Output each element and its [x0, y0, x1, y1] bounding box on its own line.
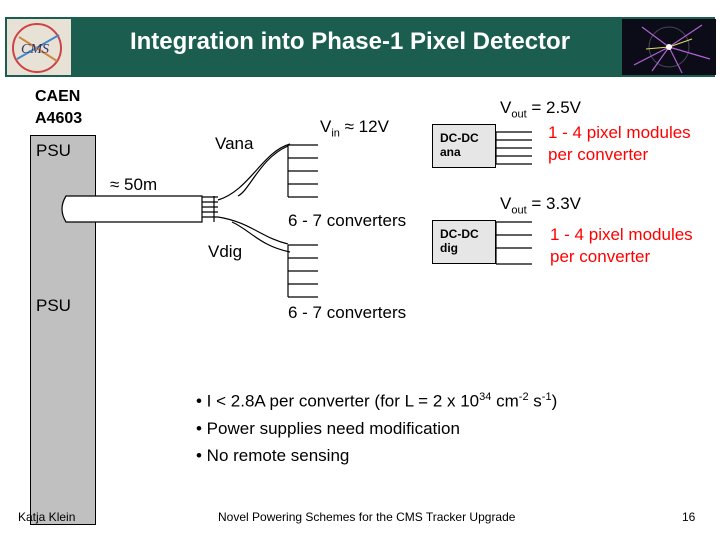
bullet-remote-sensing: • No remote sensing — [196, 445, 350, 465]
modules-dig-note-2: per converter — [550, 247, 651, 266]
dcdc-ana-box: DC-DC ana — [432, 124, 496, 168]
page-title: Integration into Phase-1 Pixel Detector — [129, 28, 571, 55]
distance-label: ≈ 50m — [110, 175, 158, 194]
vana-label: Vana — [215, 134, 254, 153]
vdig-label: Vdig — [208, 242, 243, 261]
dcdc-ana-sublabel: ana — [440, 145, 461, 159]
dcdc-dig-label: DC-DC — [440, 227, 479, 241]
bullet-current-limit: • I < 2.8A per converter (for L = 2 x 10… — [196, 391, 558, 411]
caen-label: CAEN — [35, 88, 81, 105]
vin-label: Vin ≈ 12V — [320, 117, 389, 140]
modules-dig-note: 1 - 4 pixel modules — [550, 225, 693, 244]
cms-logo: CMS — [7, 19, 71, 75]
psu-label-top: PSU — [36, 141, 71, 160]
event-display-image — [622, 19, 716, 75]
caen-model-label: A4603 — [35, 110, 83, 127]
title-bar — [5, 17, 715, 77]
psu-label-bottom: PSU — [36, 296, 71, 315]
cable-bundle — [61, 195, 203, 223]
footer-talk-title: Novel Powering Schemes for the CMS Track… — [218, 510, 516, 524]
dcdc-ana-label: DC-DC — [440, 131, 479, 145]
footer-author: Katja Klein — [18, 510, 76, 524]
converters-count-mid: 6 - 7 converters — [288, 211, 407, 230]
converters-count-bottom: 6 - 7 converters — [288, 303, 407, 322]
modules-ana-note-2: per converter — [548, 145, 649, 164]
vout-ana-label: Vout = 2.5V — [500, 98, 581, 121]
svg-text:CMS: CMS — [21, 42, 49, 57]
dcdc-dig-box: DC-DC dig — [432, 220, 496, 264]
bullet-power-supplies: • Power supplies need modification — [196, 418, 460, 438]
dcdc-dig-sublabel: dig — [440, 241, 458, 255]
modules-ana-note: 1 - 4 pixel modules — [548, 123, 691, 142]
vout-dig-label: Vout = 3.3V — [500, 194, 581, 217]
page-number: 16 — [682, 510, 696, 524]
bullet-list: • I < 2.8A per converter (for L = 2 x 10… — [196, 384, 557, 469]
